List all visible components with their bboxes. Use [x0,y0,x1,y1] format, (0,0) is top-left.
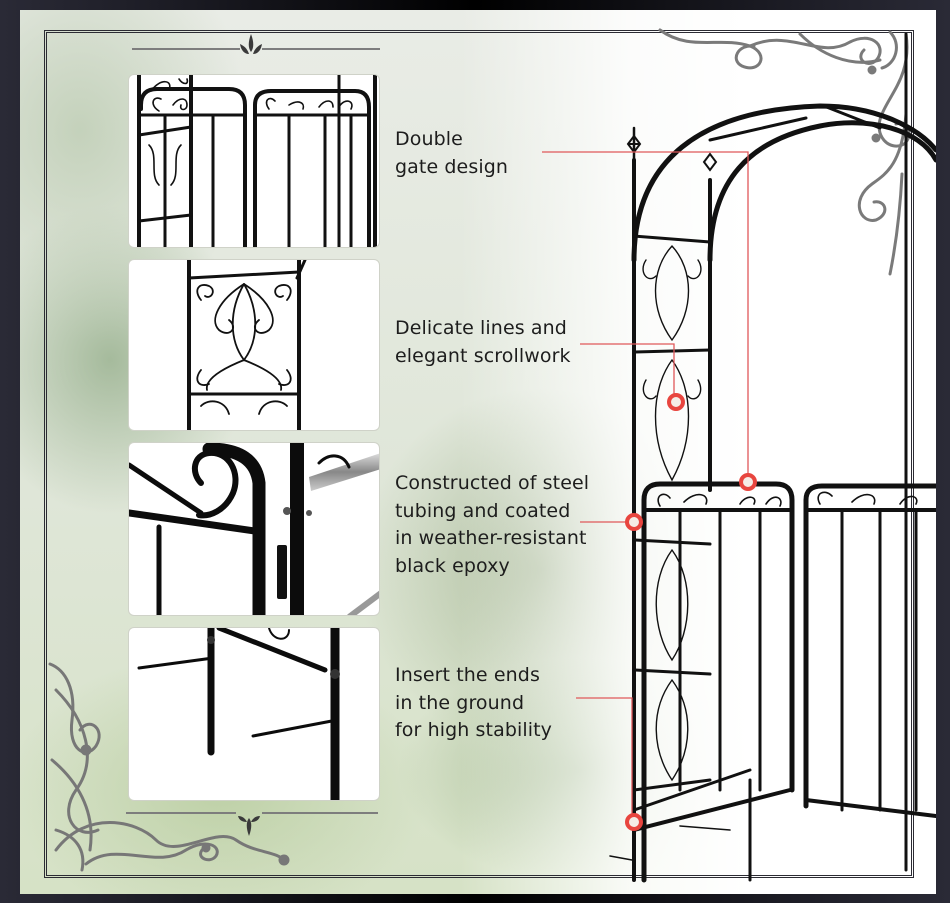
corner-scroll-ornament-bottom-left [48,662,290,872]
white-fade-overlay [460,10,936,894]
caption-line: tubing and coated [395,499,571,522]
caption-line: gate design [395,155,509,178]
caption-line: Constructed of steel [395,472,590,494]
detail-photo-double-gate [128,74,380,248]
caption-line: in the ground [395,691,525,714]
caption-scrollwork: Delicate lines and elegant scrollwork [395,315,571,370]
garden-arch-gate-illustration [542,32,936,883]
caption-line: for high stability [395,719,553,741]
callout-markers [625,393,757,831]
detail-photo-ground-stakes [128,627,380,801]
caption-line: elegant scrollwork [395,344,571,367]
caption-ground-stakes: Insert the ends in the ground for high s… [395,662,552,745]
detail-photo-steel-hinge [128,442,380,616]
detail-photo-scrollwork [128,259,380,431]
bottom-divider-left [126,812,236,814]
caption-line: Delicate lines and [395,317,567,339]
top-divider-right [262,48,380,50]
caption-line: in weather-resistant [395,527,587,549]
caption-line: Double [395,128,463,150]
caption-steel-tubing: Constructed of steel tubing and coated i… [395,470,589,580]
corner-scroll-ornament-top-right [658,28,911,276]
fleur-ornament-bottom [238,816,260,836]
caption-line: black epoxy [395,554,510,577]
caption-line: Insert the ends [395,664,540,686]
top-divider-left [132,48,240,50]
fleur-ornament-top [240,34,262,54]
product-infographic: Double gate design Delicate lines and el… [20,10,936,894]
bottom-divider-right [262,812,378,814]
caption-double-gate: Double gate design [395,126,508,181]
